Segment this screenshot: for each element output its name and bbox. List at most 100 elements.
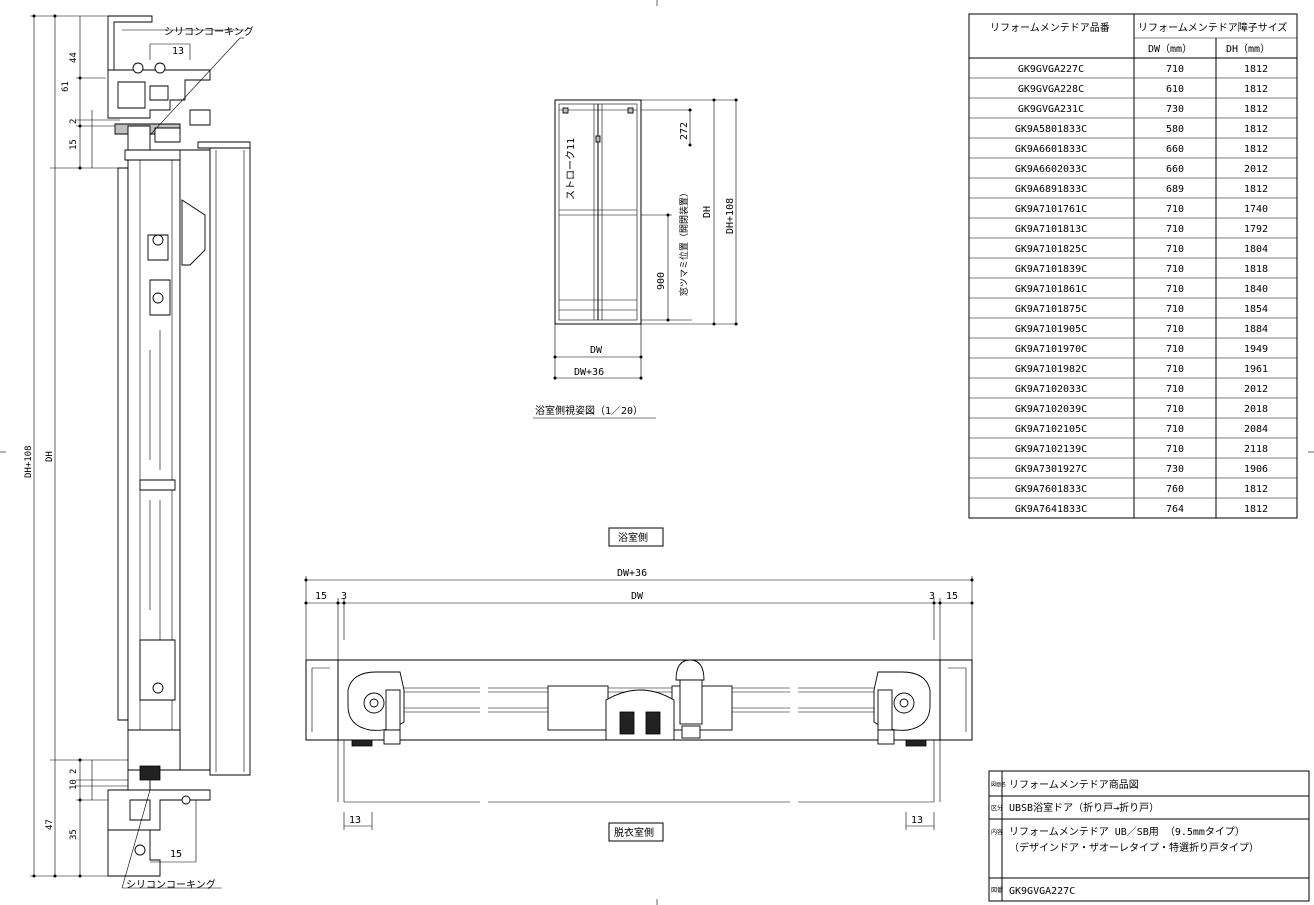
table-cell-dw: 710 [1166, 444, 1184, 455]
table-cell-dw: 710 [1166, 324, 1184, 335]
table-cell-part-number: GK9A7102039C [1015, 404, 1087, 415]
dim-2-top: 2 [69, 119, 79, 124]
table-cell-dh: 2018 [1244, 404, 1268, 415]
dim-15-left: 15 [315, 591, 327, 602]
title-block-category: UBSB浴室ドア（折り戸→折り戸） [1009, 801, 1159, 814]
table-row: GK9A7101861C 710 1840 [1015, 284, 1268, 295]
table-cell-part-number: GK9A6601833C [1015, 144, 1087, 155]
title-block-content-line2: （デザインドア・ザオーレタイプ・特選折り戸タイプ） [1009, 841, 1259, 854]
table-cell-dw: 730 [1166, 464, 1184, 475]
dim-13-plan-right: 13 [911, 815, 923, 826]
table-cell-dh: 1804 [1244, 244, 1268, 255]
table-cell-dw: 580 [1166, 124, 1184, 135]
table-row: GK9A7102033C 710 2012 [1015, 384, 1268, 395]
vertical-section-drawing [30, 14, 251, 889]
title-block [988, 770, 1310, 902]
dim-dh108-elevation: DH+108 [725, 198, 736, 234]
title-block-label-content: 内容 [991, 828, 1003, 836]
table-cell-dw: 710 [1166, 344, 1184, 355]
table-cell-dw: 710 [1166, 404, 1184, 415]
table-cell-dh: 1812 [1244, 124, 1268, 135]
table-cell-part-number: GK9A7101761C [1015, 204, 1087, 215]
dim-2-bottom: 2 [69, 769, 79, 774]
table-cell-dw: 710 [1166, 284, 1184, 295]
table-cell-dh: 2084 [1244, 424, 1268, 435]
table-cell-part-number: GK9A7301927C [1015, 464, 1087, 475]
table-cell-dh: 1740 [1244, 204, 1268, 215]
caulking-label-top: シリコンコーキング [164, 25, 254, 38]
table-cell-dw: 710 [1166, 244, 1184, 255]
table-cell-dh: 1812 [1244, 144, 1268, 155]
table-cell-dh: 1812 [1244, 184, 1268, 195]
table-cell-part-number: GK9A7102105C [1015, 424, 1087, 435]
table-cell-dh: 1812 [1244, 64, 1268, 75]
table-cell-dw: 760 [1166, 484, 1184, 495]
table-cell-dw: 764 [1166, 504, 1184, 515]
table-cell-dw: 660 [1166, 164, 1184, 175]
table-cell-dw: 710 [1166, 424, 1184, 435]
table-cell-dh: 1854 [1244, 304, 1268, 315]
table-cell-dw: 730 [1166, 104, 1184, 115]
table-cell-part-number: GK9A7641833C [1015, 504, 1087, 515]
table-cell-dw: 710 [1166, 364, 1184, 375]
table-cell-dh: 1812 [1244, 84, 1268, 95]
table-cell-part-number: GK9A7601833C [1015, 484, 1087, 495]
table-cell-dw: 710 [1166, 224, 1184, 235]
plan-section-drawing [304, 527, 974, 842]
table-cell-part-number: GK9A6891833C [1015, 184, 1087, 195]
table-cell-part-number: GK9A7101839C [1015, 264, 1087, 275]
dim-3-left: 3 [341, 591, 347, 602]
dim-dw36-elevation: DW+36 [574, 367, 604, 378]
table-cell-dw: 710 [1166, 264, 1184, 275]
table-cell-part-number: GK9A7101970C [1015, 344, 1087, 355]
dim-dh-elevation: DH [702, 206, 713, 218]
table-cell-dw: 610 [1166, 84, 1184, 95]
table-cell-dh: 1818 [1244, 264, 1268, 275]
table-header-dw: DW（mm） [1148, 43, 1192, 55]
table-cell-dw: 689 [1166, 184, 1184, 195]
table-row: GK9A6891833C 689 1812 [1015, 184, 1268, 195]
table-cell-dw: 710 [1166, 384, 1184, 395]
elevation-view [533, 98, 738, 419]
dim-15-top: 15 [69, 139, 79, 150]
table-cell-dh: 2012 [1244, 164, 1268, 175]
dim-44: 44 [69, 52, 79, 63]
table-cell-dh: 2012 [1244, 384, 1268, 395]
dim-47: 47 [45, 819, 55, 830]
dim-15-right: 15 [946, 591, 958, 602]
table-cell-part-number: GK9A7101905C [1015, 324, 1087, 335]
table-cell-dh: 1961 [1244, 364, 1268, 375]
dressing-room-side-label: 脱衣室側 [614, 826, 654, 839]
title-block-label-category: 区分 [991, 804, 1003, 812]
table-header-size-group: リフォームメンテドア障子サイズ [1138, 21, 1287, 34]
dim-272: 272 [679, 122, 690, 140]
table-cell-part-number: GK9A7102033C [1015, 384, 1087, 395]
table-cell-dh: 1949 [1244, 344, 1268, 355]
title-block-content-line1: リフォームメンテドア UB／SB用 （9.5mmタイプ） [1009, 826, 1245, 838]
caulking-label-bottom: シリコンコーキング [126, 878, 216, 891]
table-header-part-number: リフォームメンテドア品番 [990, 22, 1110, 34]
table-cell-part-number: GK9GVGA228C [1018, 84, 1084, 95]
table-row: GK9A7102105C 710 2084 [1015, 424, 1268, 435]
table-cell-part-number: GK9A6602033C [1015, 164, 1087, 175]
table-cell-dh: 1812 [1244, 104, 1268, 115]
table-row: GK9A7102039C 710 2018 [1015, 404, 1268, 415]
table-cell-part-number: GK9A7101875C [1015, 304, 1087, 315]
table-cell-dw: 710 [1166, 304, 1184, 315]
table-cell-part-number: GK9A5801833C [1015, 124, 1087, 135]
table-cell-part-number: GK9A7101861C [1015, 284, 1087, 295]
dim-dw-plan: DW [631, 591, 644, 602]
table-cell-dh: 1840 [1244, 284, 1268, 295]
table-row: GK9A6602033C 660 2012 [1015, 164, 1268, 175]
title-block-label-drawing-number: 図番 [991, 887, 1003, 894]
